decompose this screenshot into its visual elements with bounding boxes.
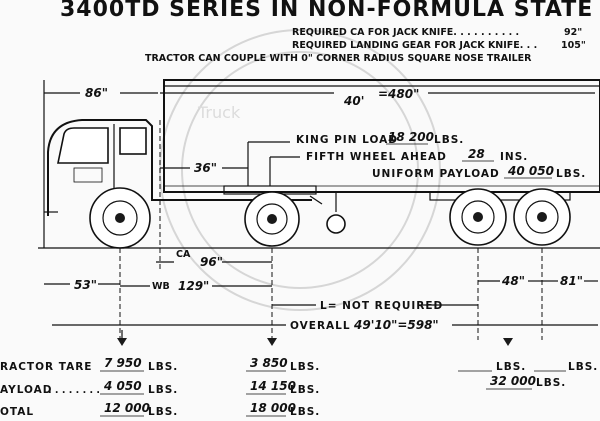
tractor <box>44 119 317 216</box>
fifth-wheel-value: 28 <box>468 147 485 161</box>
l-not-required: L= NOT REQUIRED <box>320 300 443 312</box>
drive-wheel-hub <box>256 203 288 235</box>
trailer <box>163 79 600 234</box>
req-landing-label: REQUIRED LANDING GEAR FOR JACK KNIFE. . … <box>292 40 537 51</box>
trailer-front-hub <box>461 200 495 234</box>
page-title: 3400TD SERIES IN NON-FORMULA STATE <box>60 0 593 22</box>
uniform-payload-label: UNIFORM PAYLOAD <box>372 168 500 180</box>
king-pin-label: KING PIN LOAD <box>296 134 398 146</box>
payload-front: 4 050 <box>103 379 142 393</box>
cab-windshield <box>57 127 109 164</box>
tandem-arrow <box>503 338 513 346</box>
tare-front-lbs: LBS. <box>148 361 178 373</box>
total-front: 12 000 <box>104 401 150 415</box>
tandem-spread-value: 48" <box>501 274 525 288</box>
total-rear-lbs: LBS. <box>290 406 320 418</box>
blank-lbs-2: LBS. <box>568 361 598 373</box>
trailer-length-ft: 40' <box>343 94 364 108</box>
wheels <box>89 187 571 249</box>
total-label: OTAL <box>0 406 34 418</box>
total-front-lbs: LBS. <box>148 406 178 418</box>
watermark-text: Truck <box>197 103 241 122</box>
payload-trailer-lbs: LBS. <box>536 377 566 389</box>
payload-dots: . . . . . . . . <box>48 385 100 396</box>
cab-grille <box>73 167 103 183</box>
drive-axle-arrow <box>267 338 277 346</box>
tare-rear: 3 850 <box>250 356 288 370</box>
cab-door-window <box>119 127 147 155</box>
uniform-payload-value: 40 050 <box>507 164 554 178</box>
fifth-wheel-unit: INS. <box>500 151 528 163</box>
req-ca-value: 92" <box>564 27 582 38</box>
payload-trailer: 32 000 <box>490 374 536 388</box>
trailer-hitch <box>309 195 323 205</box>
ca-label: CA <box>176 249 191 260</box>
payload-label: AYLOAD <box>0 384 53 396</box>
total-rear: 18 000 <box>250 401 296 415</box>
landing-gear-wheel <box>326 214 346 234</box>
req-ca-label: REQUIRED CA FOR JACK KNIFE. . . . . . . … <box>292 27 519 38</box>
kingpin-offset-value: 36" <box>194 161 217 175</box>
rear-overhang-value: 81" <box>560 274 583 288</box>
fifth-wheel-label: FIFTH WHEEL AHEAD <box>306 151 447 163</box>
uniform-payload-lbs: LBS. <box>556 168 586 180</box>
req-landing-value: 105" <box>561 40 586 51</box>
payload-rear: 14 150 <box>250 379 296 393</box>
front-axle-arrow <box>117 338 127 346</box>
overall-value: 49'10"=598" <box>353 318 439 332</box>
blank-lbs-1: LBS. <box>496 361 526 373</box>
wb-value: 129" <box>178 279 209 293</box>
trailer-rear-axle <box>537 212 547 222</box>
coupling-note: TRACTOR CAN COUPLE WITH 0" CORNER RADIUS… <box>145 53 532 64</box>
king-pin-value: 18 200 <box>388 130 434 144</box>
overall-label: OVERALL <box>290 320 351 332</box>
tare-rear-lbs: LBS. <box>290 361 320 373</box>
front-wheel-hub <box>102 200 138 236</box>
bumper-to-axle-value: 53" <box>74 278 97 292</box>
trailer-front-axle <box>473 212 483 222</box>
payload-rear-lbs: LBS. <box>290 384 320 396</box>
tractor-cab-outline <box>47 119 312 216</box>
tare-label: RACTOR TARE <box>0 361 92 373</box>
payload-front-lbs: LBS. <box>148 384 178 396</box>
drive-wheel-axle <box>267 214 277 224</box>
tare-front: 7 950 <box>104 356 142 370</box>
ca-value: 96" <box>200 255 223 269</box>
trailer-length-in: =480" <box>378 87 419 101</box>
wb-label: WB <box>152 281 170 292</box>
front-wheel-axle <box>115 213 125 223</box>
king-pin-lbs: LBS. <box>434 134 464 146</box>
front-overhang-value: 86" <box>85 86 108 100</box>
trailer-rear-hub <box>525 200 559 234</box>
